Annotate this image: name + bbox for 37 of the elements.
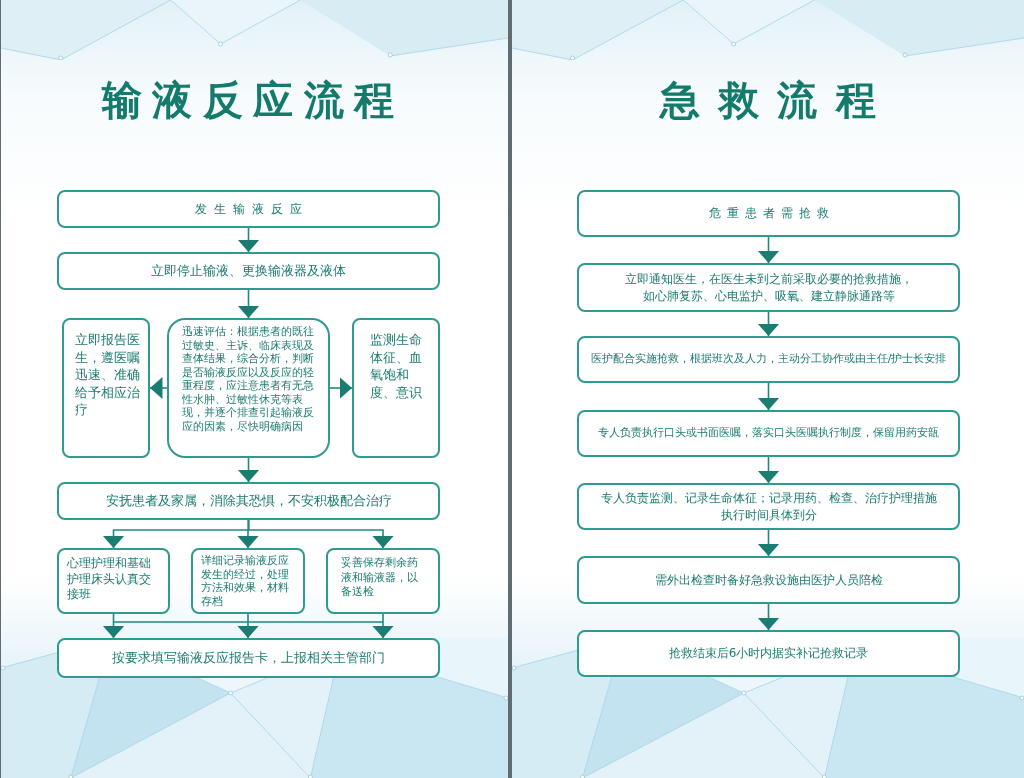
process-box: 安抚患者及家属，消除其恐惧，不安积极配合治疗	[57, 482, 440, 520]
arrow	[149, 377, 168, 399]
process-box: 立即停止输液、更换输液器及液体	[57, 252, 440, 290]
process-box: 详细记录输液反应发生的经过，处理方法和效果，材料存档	[191, 548, 305, 614]
poster-title: 急救流程	[658, 76, 896, 124]
arrow	[329, 377, 353, 399]
arrow	[757, 603, 780, 631]
arrow	[372, 613, 394, 639]
process-box: 医护配合实施抢救，根据班次及人力，主动分工协作或由主任/护士长安排	[577, 336, 960, 383]
process-box: 抢救结束后6小时内据实补记抢救记录	[577, 630, 960, 677]
arrow	[757, 382, 780, 411]
arrow	[237, 613, 259, 639]
process-box: 立即通知医生，在医生未到之前采取必要的抢救措施，如心肺复苏、心电监护、吸氧、建立静脉通路等	[577, 263, 960, 312]
poster-panel	[512, 0, 1024, 778]
process-box: 发生输液反应	[57, 190, 440, 228]
process-box: 按要求填写输液反应报告卡，上报相关主管部门	[57, 638, 440, 678]
arrow	[757, 529, 780, 557]
process-box: 迅速评估：根据患者的既往过敏史、主诉、临床表现及查体结果，综合分析，判断是否输液反应以及反应的轻重程度，应注意患者有无急性水肿、过敏性休克等表现，并逐个排查引起输液反应的因素，尽快明确病因	[167, 318, 330, 458]
process-box: 专人负责监测、记录生命体征；记录用药、检查、治疗护理措施执行时间具体到分	[577, 483, 960, 530]
arrow	[757, 311, 780, 337]
process-box: 立即报告医生，遵医嘱迅速、准确给予相应治疗	[62, 318, 150, 458]
arrow	[237, 289, 260, 319]
process-box: 妥善保存剩余药液和输液器，以备送检	[326, 548, 440, 614]
poster-title: 输液反应流程	[100, 76, 406, 124]
arrow	[237, 227, 260, 253]
arrow	[757, 236, 780, 264]
process-box: 心理护理和基础护理床头认真交接班	[57, 548, 170, 614]
process-box: 危重患者需抢救	[577, 190, 960, 237]
process-box: 专人负责执行口头或书面医嘱，落实口头医嘱执行制度，保留用药安瓿	[577, 410, 960, 457]
arrow	[757, 456, 780, 484]
arrow	[237, 457, 260, 483]
process-box: 需外出检查时备好急救设施由医护人员陪检	[577, 556, 960, 604]
process-box: 监测生命体征、血氧饱和度、意识	[352, 318, 440, 458]
arrow	[102, 613, 125, 639]
connector-line	[112, 621, 384, 623]
arrow	[247, 519, 394, 549]
poster-panel	[1, 0, 508, 778]
